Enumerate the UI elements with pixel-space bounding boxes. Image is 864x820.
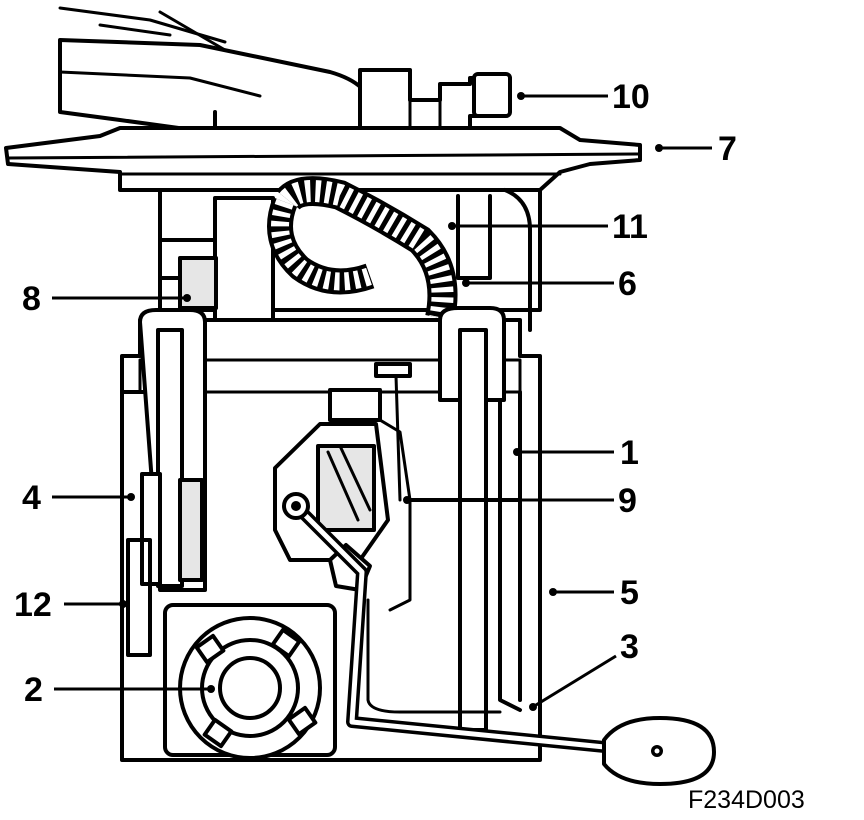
callout-1: 1 <box>620 434 639 472</box>
callout-9: 9 <box>618 482 637 520</box>
upper-pump-body <box>158 176 542 365</box>
callout-12: 12 <box>14 586 52 624</box>
left-rail <box>126 308 207 657</box>
inlet-port <box>163 603 337 760</box>
callout-11: 11 <box>612 208 648 246</box>
callout-6: 6 <box>618 265 637 303</box>
callout-3: 3 <box>620 628 639 666</box>
callout-leaders <box>52 92 712 711</box>
float-arm <box>282 492 716 786</box>
top-fittings <box>358 68 512 136</box>
callout-10: 10 <box>612 78 650 116</box>
callout-4: 4 <box>22 479 41 517</box>
hand-illustration <box>58 6 374 140</box>
callout-8: 8 <box>22 280 41 318</box>
callout-5: 5 <box>620 574 639 612</box>
callout-labels: 10 7 11 6 8 1 4 9 12 5 3 2 <box>14 78 737 709</box>
callout-7: 7 <box>718 130 737 168</box>
mounting-flange <box>4 126 642 192</box>
callout-2: 2 <box>24 671 43 709</box>
figure-id: F234D003 <box>688 786 805 814</box>
